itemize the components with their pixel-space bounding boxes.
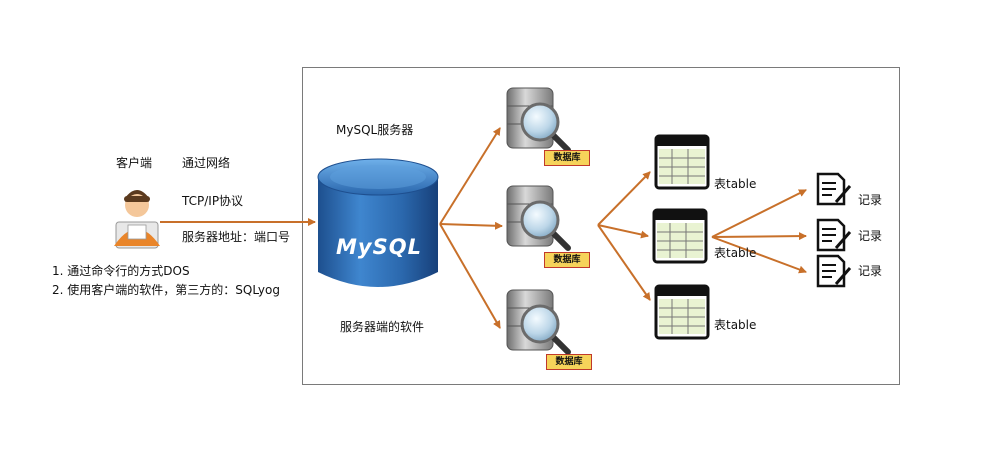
mysql-logo: MySQL xyxy=(336,235,422,259)
client-method-sqlyog: 2. 使用客户端的软件，第三方的：SQLyog xyxy=(52,283,280,297)
table-icon xyxy=(654,134,710,190)
record-document-icon xyxy=(816,172,852,206)
database-icon xyxy=(506,289,571,355)
database-icon xyxy=(506,185,571,251)
client-person-icon xyxy=(114,190,160,249)
record-label: 记录 xyxy=(858,193,883,207)
table-label: 表table xyxy=(714,246,757,260)
database-label: 数据库 xyxy=(544,252,590,268)
server-address-label: 服务器地址：端口号 xyxy=(182,230,291,244)
table-label: 表table xyxy=(714,177,757,191)
protocol-label: TCP/IP协议 xyxy=(182,194,244,208)
server-software-label: 服务器端的软件 xyxy=(340,320,425,334)
client-label: 客户端 xyxy=(116,156,153,170)
mysql-server-cylinder-icon xyxy=(317,158,439,287)
table-label: 表table xyxy=(714,318,757,332)
table-icon xyxy=(652,208,708,264)
network-label: 通过网络 xyxy=(182,156,231,170)
client-method-dos: 1. 通过命令行的方式DOS xyxy=(52,264,190,278)
database-label: 数据库 xyxy=(544,150,590,166)
record-document-icon xyxy=(816,218,852,252)
database-icon xyxy=(506,87,571,153)
record-document-icon xyxy=(816,254,852,288)
table-icon xyxy=(654,284,710,340)
record-label: 记录 xyxy=(858,229,883,243)
server-boundary xyxy=(302,67,900,385)
server-title: MySQL服务器 xyxy=(336,123,414,137)
record-label: 记录 xyxy=(858,264,883,278)
database-label: 数据库 xyxy=(546,354,592,370)
